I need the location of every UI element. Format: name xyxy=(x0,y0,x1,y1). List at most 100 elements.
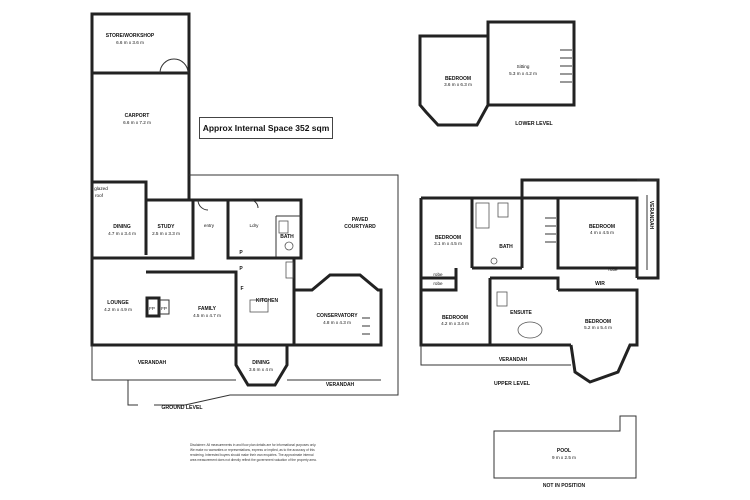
study-name: STUDY xyxy=(158,224,176,230)
sitting-dims: 5.3 m x 4.2 m xyxy=(509,71,537,76)
pool-dims: 9 m x 2.5 m xyxy=(552,455,576,460)
upper-bed4-dims: 5.2 m x 5.4 m xyxy=(584,325,612,330)
carport-walls xyxy=(90,73,191,200)
f-label: F xyxy=(240,286,243,292)
study-dims: 2.5 m x 3.3 m xyxy=(152,231,180,236)
glazed-line2: roof xyxy=(95,193,104,198)
robe-2-label: robe xyxy=(433,281,443,286)
upper-bath-label: BATH xyxy=(499,244,513,250)
ground-door-swings xyxy=(197,199,259,211)
verandah-ground-left: VERANDAH xyxy=(138,360,167,366)
ensuite-shower xyxy=(496,291,508,307)
ensuite-bath xyxy=(517,321,543,339)
disclaimer: Disclaimer: All measurements in and floo… xyxy=(190,443,317,462)
disclaimer-line-4: area measurement does not directly refle… xyxy=(190,458,317,462)
fp1-label: FP xyxy=(149,306,155,311)
dining-left-dims: 4.7 m x 3.4 m xyxy=(108,231,136,236)
verandah-ground-right: VERANDAH xyxy=(326,382,355,388)
upper-bed4-name: BEDROOM xyxy=(585,319,611,325)
upper-bed1-dims: 3.1 m x 4.5 m xyxy=(434,241,462,246)
paved-line1: PAVED xyxy=(352,217,369,223)
upper-stairs xyxy=(545,217,556,243)
fireplace-family xyxy=(158,299,170,315)
upper-verandah-outline xyxy=(420,345,571,366)
store-name: STORE/WORKSHOP xyxy=(106,33,155,39)
lower-bedroom-room xyxy=(418,34,490,127)
sitting-name: Sitting xyxy=(517,64,530,69)
ensuite-label: ENSUITE xyxy=(510,310,532,316)
upper-level-label: UPPER LEVEL xyxy=(494,381,531,387)
pool-name: POOL xyxy=(557,448,571,454)
family-name: FAMILY xyxy=(198,306,217,312)
upper-bed3-dims: 4.2 m x 3.4 m xyxy=(441,321,469,326)
dining-wall xyxy=(92,180,148,255)
area-label: Approx Internal Space 352 sqm xyxy=(199,117,333,139)
upper-bath-walls xyxy=(470,198,524,270)
upper-verandah-label: VERANDAH xyxy=(499,357,528,363)
ground-level-plan: STORE/WORKSHOP 6.6 m x 3.6 m CARPORT 6.6… xyxy=(90,12,399,411)
conservatory-stairs xyxy=(362,317,370,335)
kitchen-island xyxy=(249,299,269,313)
study-walls xyxy=(92,198,195,260)
site-boundary xyxy=(154,394,398,406)
kitchen-label: KITCHEN xyxy=(256,298,279,304)
wir-label: WIR xyxy=(595,281,605,287)
upper-bed1-name: BEDROOM xyxy=(435,235,461,241)
verandah-left-outline xyxy=(91,345,236,381)
upper-bed3-name: BEDROOM xyxy=(442,315,468,321)
kitchen-fridge xyxy=(285,261,294,279)
upper-level-plan: BEDROOM 3.1 m x 4.5 m BATH BEDROOM 4 m x… xyxy=(419,178,660,387)
lower-bedroom-name: BEDROOM xyxy=(445,76,471,82)
conservatory-walls xyxy=(294,273,383,345)
conservatory-name: CONSERVATORY xyxy=(316,313,358,319)
upper-bed2-name: BEDROOM xyxy=(589,224,615,230)
toilet-fixture xyxy=(284,241,294,251)
robe-1-label: robe xyxy=(433,272,443,277)
conservatory-dims: 4.8 m x 4.3 m xyxy=(323,320,351,325)
lower-level-label: LOWER LEVEL xyxy=(515,121,553,127)
lounge-name: LOUNGE xyxy=(107,300,129,306)
store-workshop-room xyxy=(90,12,191,75)
sitting-room xyxy=(486,20,576,107)
ground-level-label: GROUND LEVEL xyxy=(161,405,203,411)
carport-dims: 6.6 m x 7.2 m xyxy=(123,120,151,125)
lower-bedroom-dims: 3.6 m x 6.3 m xyxy=(444,82,472,87)
pool-outline xyxy=(493,415,637,479)
family-dims: 4.5 m x 4.7 m xyxy=(193,313,221,318)
lower-stairs xyxy=(560,49,572,83)
dining-left-name: DINING xyxy=(113,224,131,230)
upper-bed4-walls xyxy=(558,288,639,384)
carport-name: CARPORT xyxy=(125,113,150,119)
robe-3-label: robe xyxy=(608,267,618,272)
disclaimer-line-2: We make no warranties or representations… xyxy=(190,448,315,452)
glazed-line1: glazed xyxy=(94,186,108,191)
not-in-position-label: NOT IN POSITION xyxy=(543,483,586,489)
store-dims: 6.6 m x 3.6 m xyxy=(116,40,144,45)
bath-fixture xyxy=(278,220,289,234)
dining-bay-window xyxy=(234,345,289,387)
upper-verandah-right: VERANDAH xyxy=(648,201,654,230)
disclaimer-line-1: Disclaimer: All measurements in and floo… xyxy=(190,443,316,447)
bath-walls xyxy=(275,215,301,258)
p1-label: P xyxy=(239,250,243,256)
verandah-stairs xyxy=(127,380,138,406)
dining-bottom-name: DINING xyxy=(252,360,270,366)
upper-bed2-dims: 4 m x 4.5 m xyxy=(590,230,614,235)
entry-label: entry xyxy=(204,223,215,228)
p2-label: P xyxy=(239,266,243,272)
fp2-label: FP xyxy=(161,306,167,311)
upper-bed2-walls xyxy=(556,198,637,270)
laundry-label: Ldry xyxy=(250,223,260,228)
lounge-dims: 4.2 m x 4.9 m xyxy=(104,307,132,312)
upper-top-wall xyxy=(421,196,639,278)
store-door-swing xyxy=(159,58,189,74)
upper-bathtub xyxy=(475,202,490,229)
upper-vanity xyxy=(497,202,509,218)
upper-robe-walls xyxy=(421,268,458,292)
ensuite-walls xyxy=(488,276,560,345)
disclaimer-line-3: rendering. Interested buyers should make… xyxy=(190,453,314,457)
family-walls xyxy=(146,270,238,345)
pool-plan: POOL 9 m x 2.5 m NOT IN POSITION xyxy=(493,415,637,489)
upper-side-verandah xyxy=(637,179,658,270)
